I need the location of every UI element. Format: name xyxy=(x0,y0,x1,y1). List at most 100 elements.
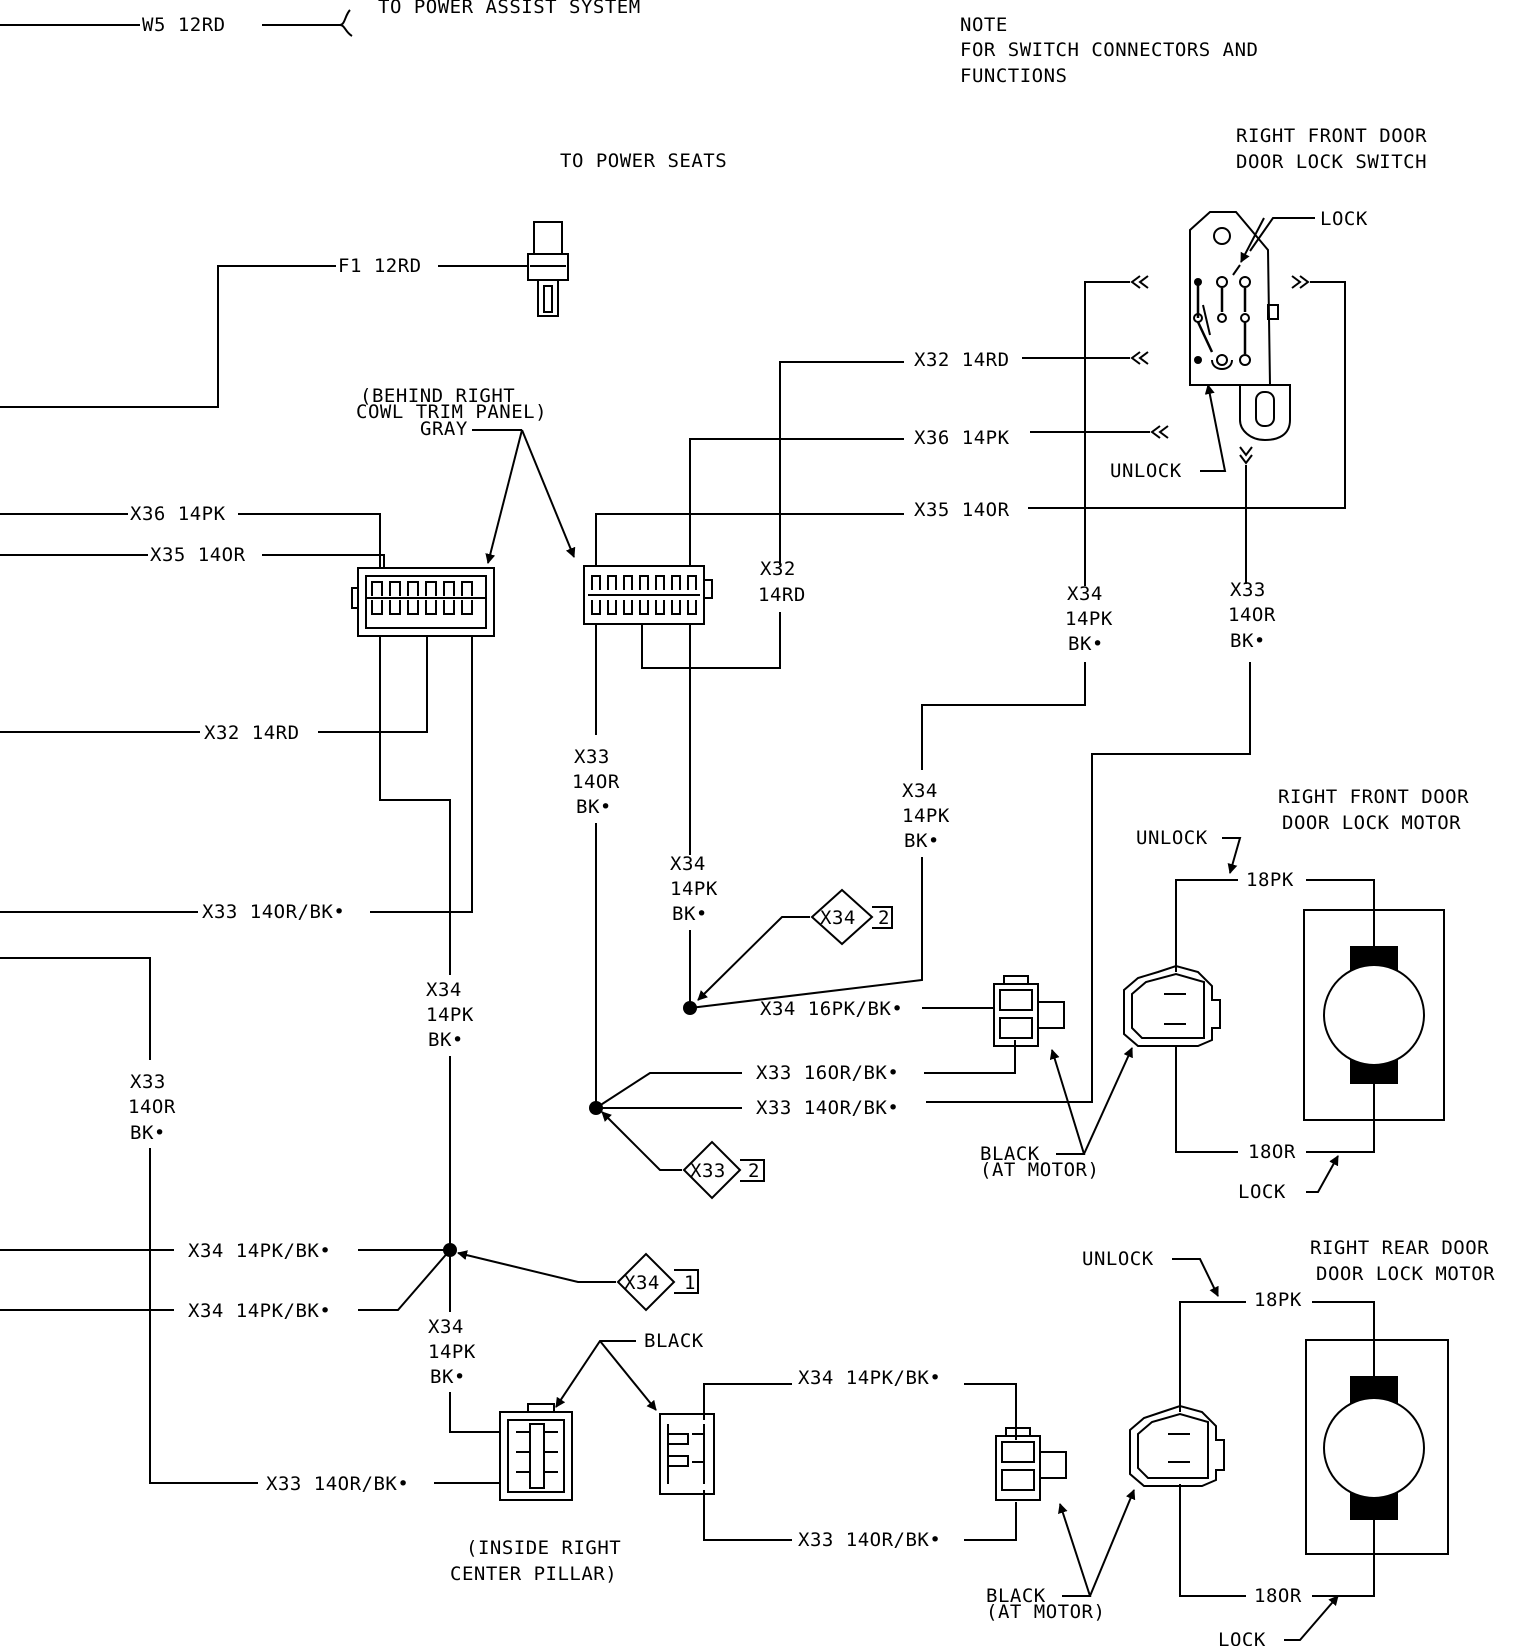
x36-top-wire-a xyxy=(689,438,904,566)
cowl-connector-left xyxy=(351,567,495,637)
rear-motor-lock: LOCK xyxy=(1218,1629,1266,1646)
pillar-black-label: BLACK xyxy=(644,1330,704,1352)
x35-top-label: X35 14OR xyxy=(914,499,1010,521)
x35-switch-wire xyxy=(1028,281,1346,509)
switch-title-2: DOOR LOCK SWITCH xyxy=(1236,151,1427,173)
rear-at-motor-label: (AT MOTOR) xyxy=(986,1601,1105,1623)
rear-motor-or: 18OR xyxy=(1254,1585,1302,1607)
cowl-line1: (BEHIND RIGHT xyxy=(360,385,515,407)
x33-rr-wire-a xyxy=(703,1490,792,1541)
rear-pk-wire-a xyxy=(1179,1301,1246,1412)
x35-left-label: X35 14OR xyxy=(150,544,246,566)
splice-x34-1: X34 1 xyxy=(616,1252,699,1312)
pillar-line1: (INSIDE RIGHT xyxy=(466,1537,621,1559)
rear-black-label: BLACK xyxy=(986,1585,1046,1607)
splice-x34-1-arrow xyxy=(457,1250,616,1283)
cowl-connector-right xyxy=(583,565,713,625)
f1-label: F1 12RD xyxy=(338,255,422,277)
splice-x34-2: X34 2 xyxy=(810,888,893,946)
rear-or-wire-b xyxy=(1312,1520,1375,1597)
svg-text:1: 1 xyxy=(684,1272,696,1294)
x35-left-wire-b xyxy=(262,554,385,568)
x36-left-label: X36 14PK xyxy=(130,503,226,525)
sw-term-x34 xyxy=(1130,275,1149,289)
x34-sw-down xyxy=(921,662,1086,770)
rear-lock-motor xyxy=(1305,1339,1449,1555)
door-lock-switch xyxy=(1189,211,1291,442)
rear-motor-unlock: UNLOCK xyxy=(1082,1248,1154,1270)
front-pk-wire-a xyxy=(1175,879,1238,972)
rear-lock-arrow xyxy=(1284,1595,1339,1641)
sw-term-x35 xyxy=(1291,275,1310,289)
splice-x33-2: X33 2 xyxy=(682,1140,765,1200)
x33-16or-label: X33 16OR/BK• xyxy=(756,1062,899,1084)
x34-16pk-label: X34 16PK/BK• xyxy=(760,998,903,1020)
x33-rr-label: X33 14OR/BK• xyxy=(798,1529,941,1551)
x34-cowl-down xyxy=(379,636,451,975)
x33-far-label-c: BK• xyxy=(130,1122,166,1144)
x34-l-label-a: X34 xyxy=(426,979,462,1001)
front-pk-wire-b xyxy=(1306,879,1375,946)
x32-v-label-a: X32 xyxy=(760,558,796,580)
rear-harness-connector xyxy=(995,1427,1067,1501)
x36-left-wire-b xyxy=(238,513,381,568)
svg-text:2: 2 xyxy=(748,1160,760,1182)
pillar-line2: CENTER PILLAR) xyxy=(450,1563,617,1585)
x33-far-wire-b xyxy=(149,1148,258,1484)
gray-arrow-right xyxy=(521,429,576,558)
x34-low-label-c: BK• xyxy=(430,1366,466,1388)
power-seats-connector xyxy=(527,221,569,317)
rear-black-arrow-1 xyxy=(1058,1503,1092,1597)
front-motor-pk: 18PK xyxy=(1246,869,1294,891)
x33-far-label-a: X33 xyxy=(130,1071,166,1093)
x34-switch-wire xyxy=(1084,281,1130,586)
switch-unlock-label: UNLOCK xyxy=(1110,460,1182,482)
power-seats-label: TO POWER SEATS xyxy=(560,150,727,172)
front-unlock-arrow xyxy=(1222,837,1242,874)
front-motor-or: 18OR xyxy=(1248,1141,1296,1163)
x34-c-label-c: BK• xyxy=(904,830,940,852)
x33-sw-label-a: X33 xyxy=(1230,579,1266,601)
splice-x33-2-arrow xyxy=(601,1111,682,1171)
front-black-arrow-2 xyxy=(1083,1047,1133,1155)
sw-term-x32 xyxy=(1130,351,1149,365)
x33-14or-label: X33 14OR/BK• xyxy=(756,1097,899,1119)
x34-sw-label-a: X34 xyxy=(1067,583,1103,605)
front-motor-unlock: UNLOCK xyxy=(1136,827,1208,849)
pillar-connector-left xyxy=(499,1403,573,1501)
rear-black-arrow-2 xyxy=(1089,1489,1136,1597)
pillar-connector-right xyxy=(659,1413,715,1495)
rear-pk-wire-b xyxy=(1312,1301,1375,1376)
x34-h2-wire-b xyxy=(358,1249,451,1311)
x34-mid-label-a: X34 xyxy=(670,853,706,875)
x34-c-label-a: X34 xyxy=(902,780,938,802)
x33-left-wire-b xyxy=(370,636,473,913)
x34-low-label-b: 14PK xyxy=(428,1341,476,1363)
front-lock-motor xyxy=(1303,909,1445,1121)
splice-x34-2-arrow xyxy=(697,916,810,1001)
w5-label: W5 12RD xyxy=(142,14,226,36)
front-black-label: BLACK xyxy=(980,1143,1040,1165)
svg-text:X34: X34 xyxy=(624,1272,660,1294)
cowl-line2: COWL TRIM PANEL) xyxy=(356,401,547,423)
front-lock-arrow xyxy=(1306,1155,1339,1193)
x33-sw-label-c: BK• xyxy=(1230,630,1266,652)
rear-motor-connector xyxy=(1129,1404,1225,1487)
x34-sw-label-b: 14PK xyxy=(1065,608,1113,630)
x34-l-label-b: 14PK xyxy=(426,1004,474,1026)
x33-mid-label-b: 14OR xyxy=(572,771,620,793)
x33-sw-label-b: 14OR xyxy=(1228,604,1276,626)
rear-unlock-arrow xyxy=(1172,1258,1219,1297)
x34-mid-label-c: BK• xyxy=(672,903,708,925)
front-motor-title-1: RIGHT FRONT DOOR xyxy=(1278,786,1469,808)
sw-term-x36 xyxy=(1150,425,1169,439)
x33-sw-down xyxy=(926,662,1251,1103)
unlock-leader xyxy=(1200,384,1227,472)
x33-16or-wire-b xyxy=(924,1040,1016,1074)
rear-motor-title-2: DOOR LOCK MOTOR xyxy=(1316,1263,1495,1285)
front-motor-lock: LOCK xyxy=(1238,1181,1286,1203)
x33-left-label: X33 14OR/BK• xyxy=(202,901,345,923)
svg-text:2: 2 xyxy=(878,907,890,929)
front-or-wire-a xyxy=(1175,1046,1238,1153)
